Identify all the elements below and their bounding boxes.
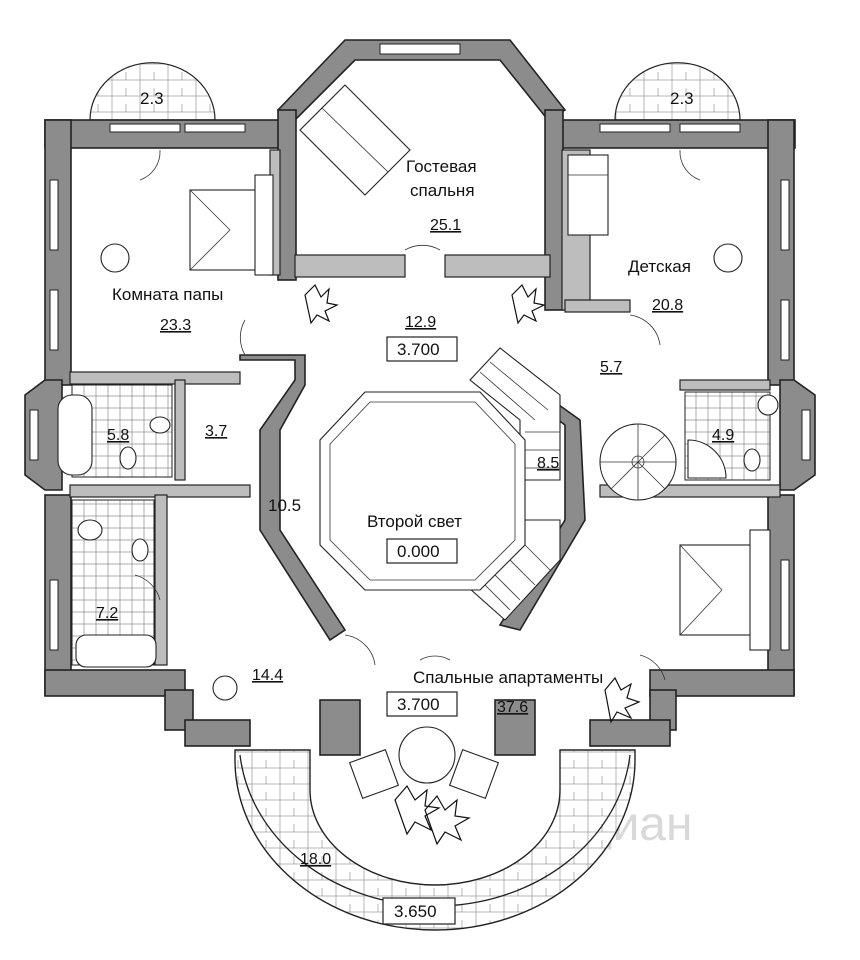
second-light-level: 0.000 (397, 542, 440, 561)
bed-nursery (567, 154, 609, 236)
outer-walls (24, 39, 816, 756)
table-terrace (398, 726, 456, 784)
terrace (234, 749, 636, 931)
dad-room-area: 23.3 (160, 317, 191, 334)
sink-left (149, 416, 171, 434)
bath-lower-area: 7.2 (96, 605, 118, 622)
bed-dad (189, 174, 274, 276)
bath-right-area: 4.9 (712, 427, 734, 444)
balcony-right (614, 62, 741, 121)
master-suite-area: 37.6 (497, 699, 528, 716)
table-dressing (212, 675, 238, 701)
nursery-name: Детская (628, 257, 691, 276)
master-suite-level: 3.700 (397, 695, 440, 714)
table-dad (100, 243, 130, 273)
balcony-left-area: 2.3 (140, 89, 164, 108)
toilet-left (119, 446, 137, 470)
spiral-stair (599, 423, 677, 501)
toilet-lower (131, 538, 149, 562)
balcony-left (89, 62, 216, 121)
hall-upper-level-box (386, 336, 458, 362)
guest-bedroom-area: 25.1 (430, 217, 461, 234)
guest-bedroom-name-2: спальня (410, 181, 475, 200)
interior-walls (69, 149, 781, 666)
bathtub-lower (75, 634, 157, 668)
corridor-right-area: 5.7 (600, 359, 622, 376)
bath-left-area: 5.8 (107, 427, 129, 444)
second-light-void-inner (329, 401, 516, 581)
terrace-level-box (382, 897, 456, 925)
armchair-right (448, 748, 500, 800)
hall-upper-level: 3.700 (397, 340, 440, 359)
door-swings (134, 149, 701, 681)
shower-right (687, 439, 727, 479)
master-suite-level-box (386, 691, 458, 717)
plant-icons (304, 283, 641, 846)
table-nursery (713, 243, 743, 273)
master-suite-name: Спальные апартаменты (413, 668, 603, 687)
nursery-area: 20.8 (652, 297, 683, 314)
bathtub-left (57, 394, 93, 476)
second-light-level-box (386, 538, 458, 564)
bed-guest (299, 84, 411, 196)
hall-upper-area: 12.9 (405, 314, 436, 331)
guest-bedroom-name-1: Гостевая (406, 157, 477, 176)
sink-right (757, 394, 779, 416)
closet-left-area: 3.7 (205, 423, 227, 440)
dad-room-name: Комната папы (112, 285, 223, 304)
second-light-name: Второй свет (367, 512, 462, 531)
balcony-right-area: 2.3 (670, 89, 694, 108)
terrace-area: 18.0 (300, 851, 331, 868)
windows (29, 43, 811, 651)
stair-area: 8.5 (537, 455, 559, 472)
second-light-void (319, 391, 526, 591)
bed-master (679, 529, 771, 651)
corridor-left-area: 10.5 (268, 496, 301, 515)
armchair-left (348, 748, 400, 800)
toilet-right (743, 448, 761, 472)
terrace-level: 3.650 (394, 902, 437, 921)
dressing-area: 14.4 (252, 667, 283, 684)
sink-lower (77, 519, 103, 541)
